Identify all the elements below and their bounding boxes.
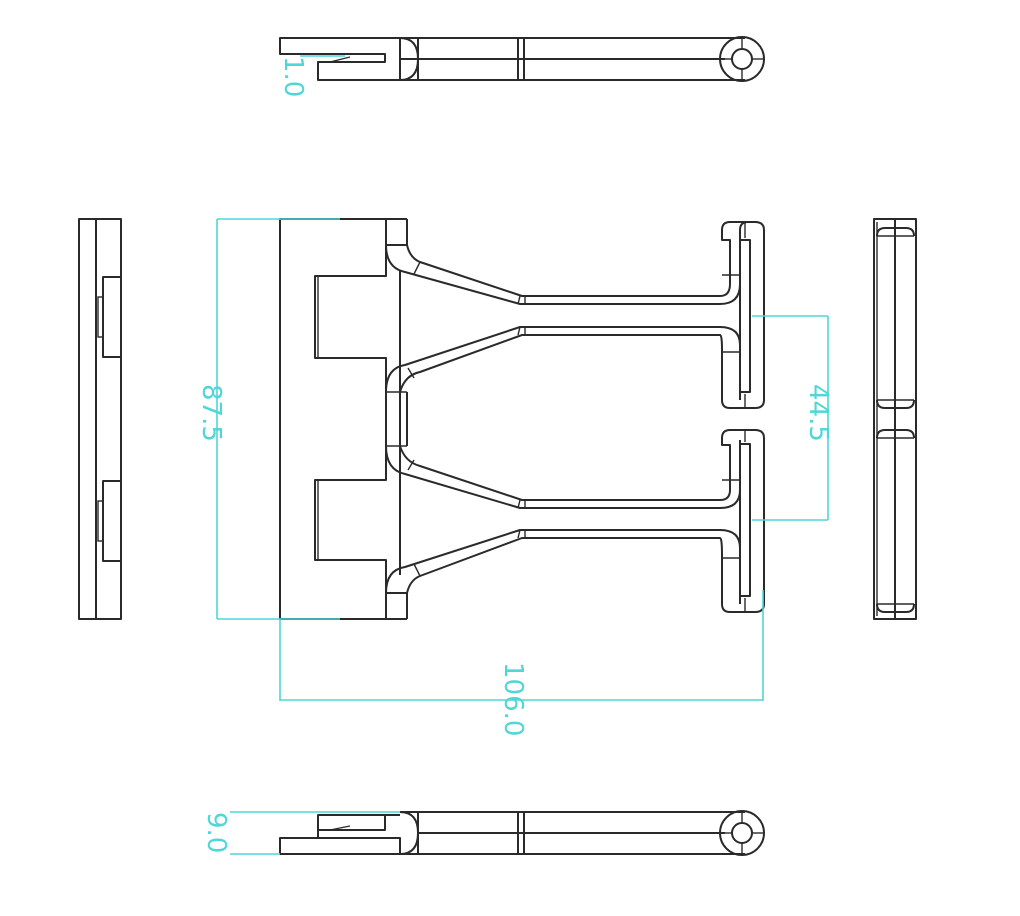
left-side-view <box>78 218 122 620</box>
dimension-height: 87.5 <box>196 384 226 442</box>
front-view: 87.5 44.5 106.0 <box>196 218 833 736</box>
dimension-bottom-thickness: 9.0 <box>201 812 231 853</box>
right-side-view <box>873 218 917 620</box>
dimension-top-thickness: 1.0 <box>278 56 308 97</box>
top-view: 1.0 <box>278 36 765 97</box>
dimension-width: 106.0 <box>498 662 528 736</box>
dimension-pitch: 44.5 <box>803 384 833 442</box>
bottom-view: 9.0 <box>201 810 765 856</box>
